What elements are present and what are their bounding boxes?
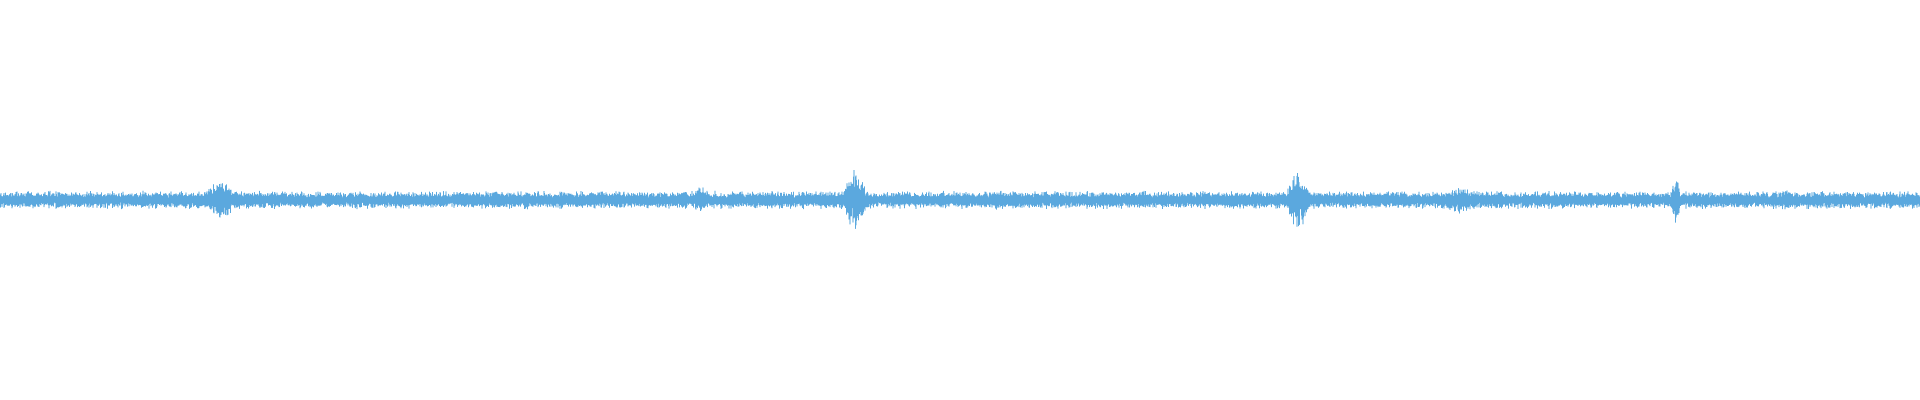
waveform-trace [0, 169, 1920, 229]
